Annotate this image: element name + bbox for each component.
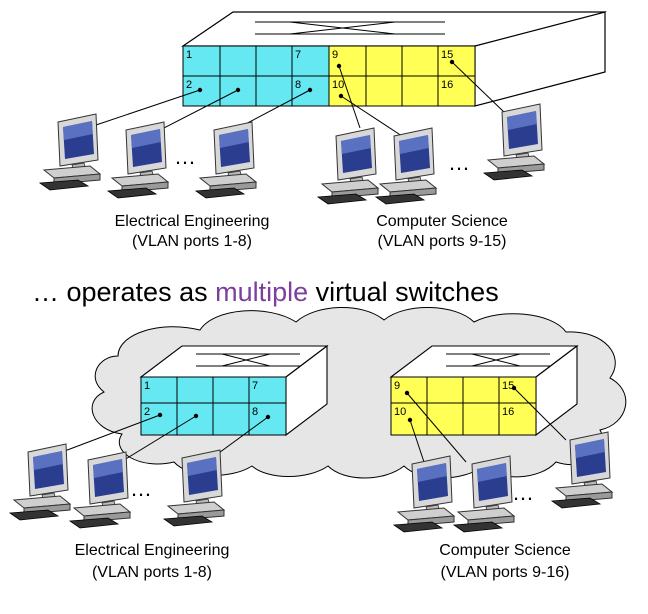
port-label-16: 16	[441, 79, 453, 91]
ee-caption-line2-top: (VLAN ports 1-8)	[132, 233, 252, 250]
desktop-computer-icon	[375, 127, 437, 205]
port-label-7: 7	[295, 49, 301, 61]
top-port-dots	[197, 59, 455, 99]
switch-icon	[196, 353, 300, 367]
port-label-16: 16	[502, 406, 514, 418]
ellipsis-ee-bottom: …	[130, 476, 152, 501]
ee-virtual-switch: 1 2 7 8	[139, 344, 329, 437]
headline-prefix: … operates as	[32, 277, 215, 307]
headline-emphasis: multiple	[215, 277, 308, 307]
desktop-computer-icon	[317, 127, 379, 205]
headline: … operates as multiple virtual switches	[32, 277, 499, 307]
port-grid	[183, 46, 475, 106]
port-label-15: 15	[441, 49, 453, 61]
desktop-computer-icon	[39, 113, 101, 191]
port-label-2: 2	[144, 406, 150, 418]
port-label-9: 9	[394, 380, 400, 392]
cs-virtual-switch: 9 10 15 16	[389, 344, 579, 437]
cs-caption-line1-top: Computer Science	[376, 213, 508, 230]
physical-switch: 1 2 7 8 9 10 15 16	[181, 11, 607, 107]
ellipsis-cs-top: …	[448, 150, 470, 175]
desktop-computer-icon	[195, 121, 257, 199]
bottom-links	[61, 387, 567, 463]
desktop-computer-icon	[69, 451, 131, 529]
port-label-1: 1	[144, 380, 150, 392]
ee-caption-line1-top: Electrical Engineering	[115, 213, 270, 230]
ellipsis-cs-bottom: …	[512, 480, 534, 505]
desktop-computer-icon	[483, 103, 545, 181]
headline-suffix: virtual switches	[308, 277, 499, 307]
port-label-2: 2	[186, 79, 192, 91]
ee-caption-line2-bottom: (VLAN ports 1-8)	[92, 564, 212, 581]
desktop-computer-icon	[107, 121, 169, 199]
top-links	[95, 61, 506, 139]
port-label-8: 8	[295, 79, 301, 91]
cs-caption-line2-top: (VLAN ports 9-15)	[378, 233, 507, 250]
cs-caption-line1-bottom: Computer Science	[439, 542, 571, 559]
switch-icon	[446, 353, 550, 367]
port-label-10: 10	[394, 406, 406, 418]
switch-icon	[255, 21, 445, 35]
ee-caption-line1-bottom: Electrical Engineering	[75, 542, 230, 559]
desktop-computer-icon	[9, 443, 71, 521]
cs-caption-line2-bottom: (VLAN ports 9-16)	[441, 564, 570, 581]
port-label-7: 7	[252, 380, 258, 392]
port-label-9: 9	[332, 49, 338, 61]
port-label-8: 8	[252, 406, 258, 418]
port-label-15: 15	[502, 380, 514, 392]
bottom-port-dots	[157, 385, 517, 423]
port-label-10: 10	[332, 79, 344, 91]
port-label-1: 1	[186, 49, 192, 61]
ellipsis-ee-top: …	[174, 144, 196, 169]
